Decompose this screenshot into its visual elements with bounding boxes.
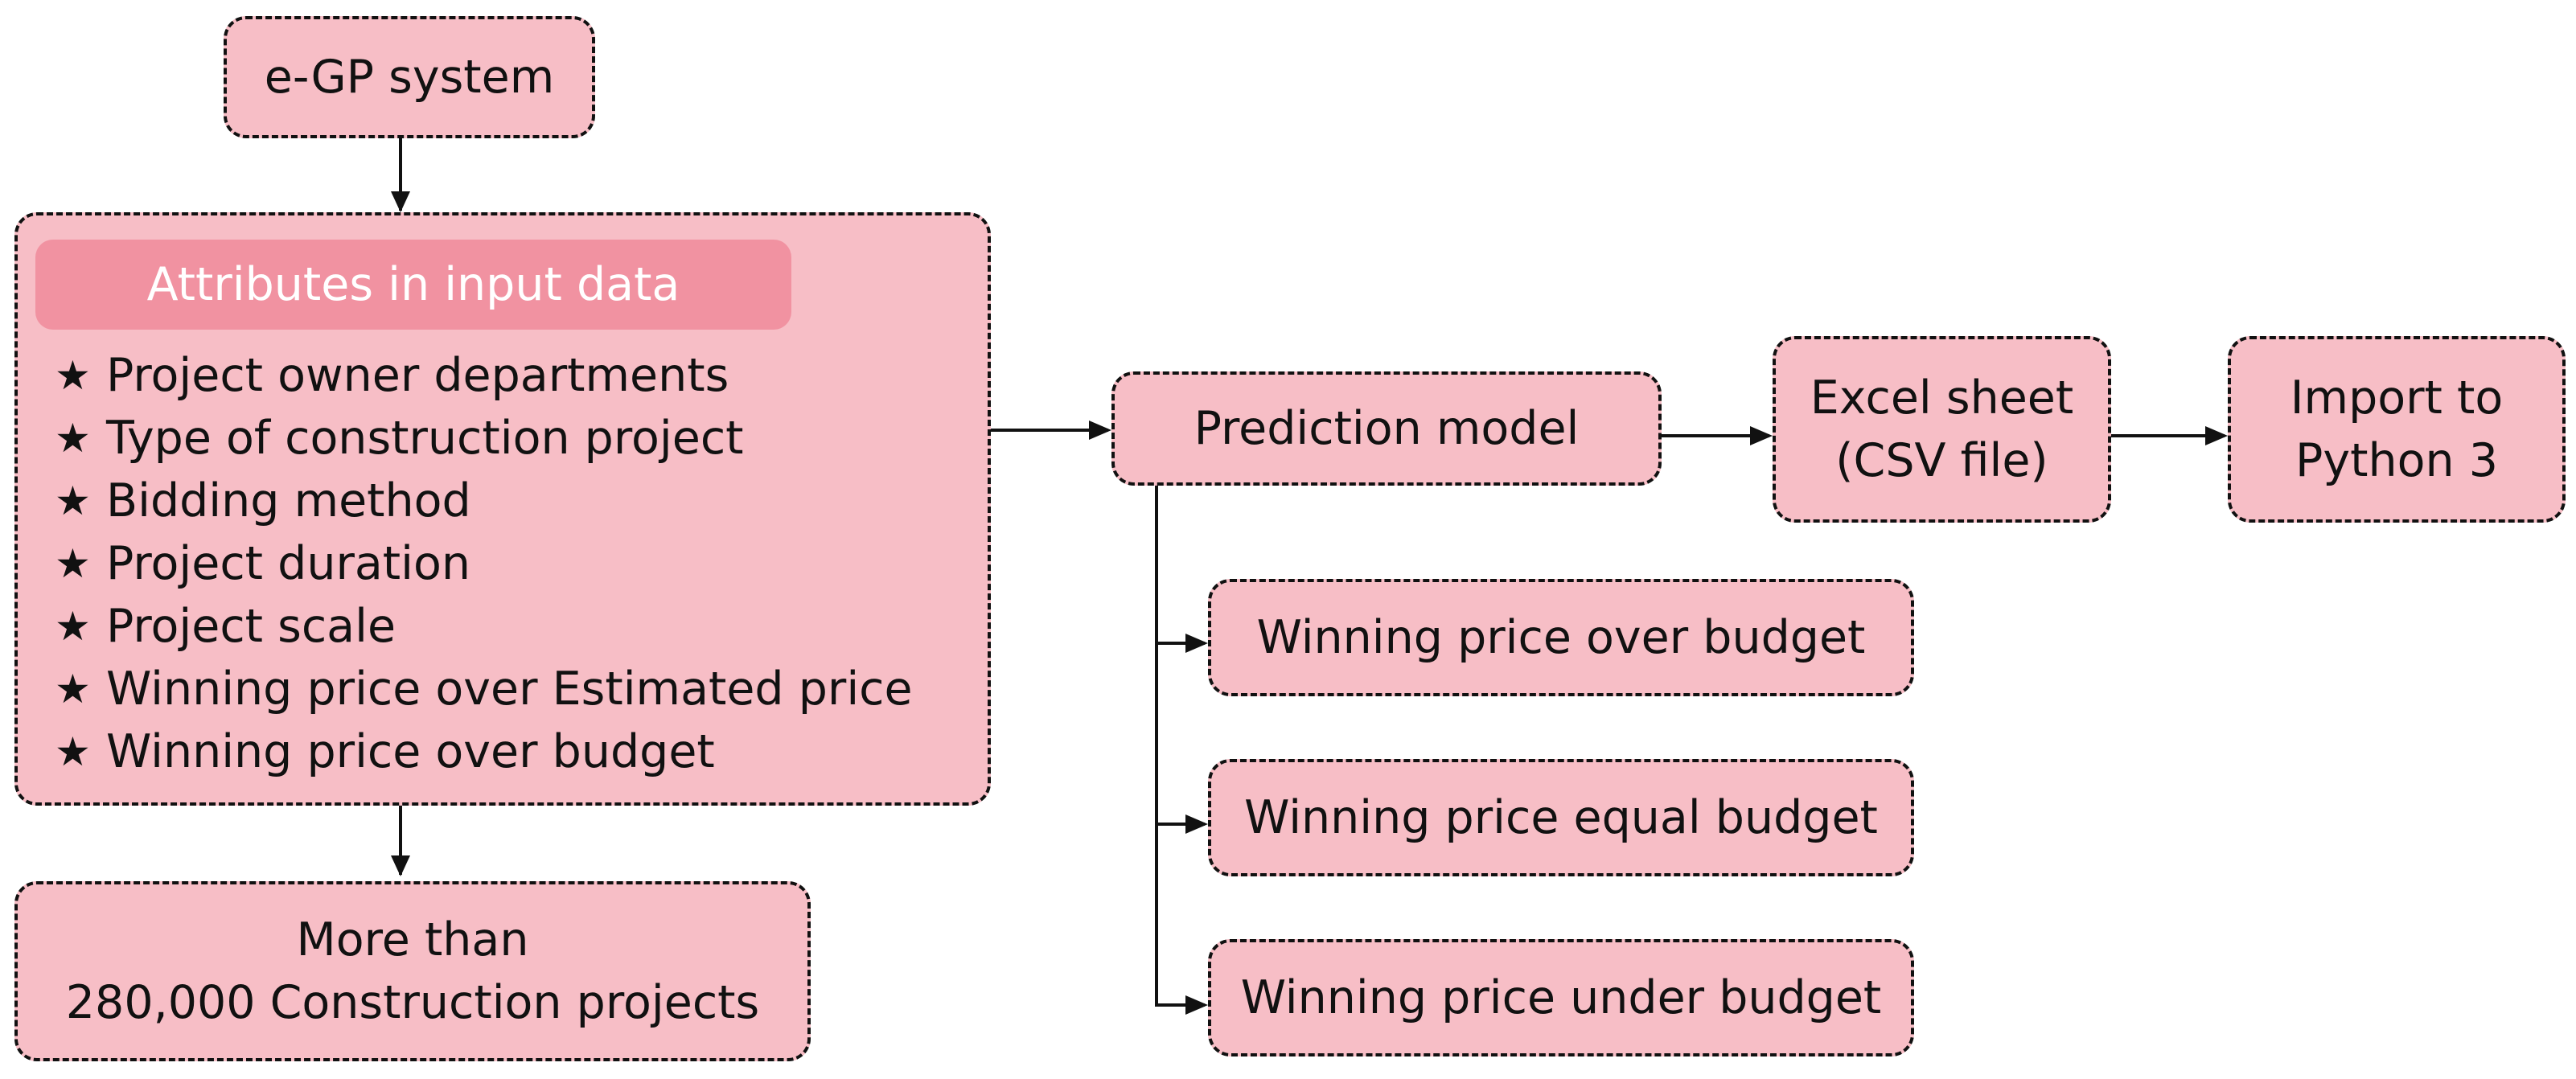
arrowhead-attributes-to-projects: [391, 855, 410, 876]
outcome-equal-budget-node: Winning price equal budget: [1208, 759, 1914, 876]
construction-projects-line-1: More than: [296, 913, 529, 966]
python-import-node: Import to Python 3: [2228, 336, 2566, 523]
prediction-model-node: Prediction model: [1111, 371, 1662, 486]
attributes-node: Attributes in input data ★ Project owner…: [14, 212, 991, 806]
attribute-item: ★ Winning price over budget: [55, 720, 913, 783]
construction-projects-node: More than 280,000 Construction projects: [14, 881, 811, 1061]
attribute-label: Project scale: [106, 600, 396, 653]
attribute-item: ★ Winning price over Estimated price: [55, 658, 913, 720]
attribute-item: ★ Project scale: [55, 595, 913, 658]
star-icon: ★: [55, 728, 91, 775]
python-import-line-2: Python 3: [2295, 434, 2498, 487]
egp-system-label: e-GP system: [264, 51, 555, 104]
star-icon: ★: [55, 352, 91, 399]
attributes-list: ★ Project owner departments ★ Type of co…: [55, 344, 913, 783]
arrowhead-egp-to-attributes: [391, 191, 410, 212]
outcome-under-budget-node: Winning price under budget: [1208, 939, 1914, 1056]
attribute-item: ★ Project owner departments: [55, 344, 913, 407]
attribute-label: Project duration: [106, 537, 470, 590]
attribute-item: ★ Bidding method: [55, 470, 913, 532]
attribute-label: Type of construction project: [106, 412, 744, 465]
construction-projects-line-2: 280,000 Construction projects: [65, 976, 760, 1029]
star-icon: ★: [55, 478, 91, 524]
outcome-over-budget-node: Winning price over budget: [1208, 579, 1914, 696]
attribute-item: ★ Type of construction project: [55, 407, 913, 470]
arrowhead-excel-to-python: [2205, 426, 2228, 445]
outcome-equal-budget-label: Winning price equal budget: [1244, 791, 1878, 844]
outcome-under-budget-label: Winning price under budget: [1240, 971, 1882, 1024]
attribute-label: Winning price over Estimated price: [106, 663, 913, 716]
excel-sheet-line-2: (CSV file): [1835, 434, 2048, 487]
excel-sheet-node: Excel sheet (CSV file): [1773, 336, 2111, 523]
star-icon: ★: [55, 666, 91, 712]
egp-system-node: e-GP system: [224, 16, 595, 138]
arrowhead-prediction-to-excel: [1750, 426, 1773, 445]
attributes-header: Attributes in input data: [35, 240, 791, 330]
excel-sheet-line-1: Excel sheet: [1810, 371, 2074, 425]
prediction-model-label: Prediction model: [1194, 402, 1580, 455]
arrowhead-attributes-to-prediction: [1089, 421, 1111, 440]
attribute-label: Bidding method: [106, 474, 471, 527]
attribute-label: Winning price over budget: [106, 725, 715, 778]
attribute-label: Project owner departments: [106, 349, 729, 402]
arrowhead-to-outcome-equal: [1185, 814, 1208, 834]
python-import-line-1: Import to: [2290, 371, 2504, 425]
arrowhead-to-outcome-under: [1185, 995, 1208, 1015]
star-icon: ★: [55, 415, 91, 462]
arrowhead-to-outcome-over: [1185, 634, 1208, 653]
outcome-over-budget-label: Winning price over budget: [1256, 611, 1866, 664]
attribute-item: ★ Project duration: [55, 532, 913, 595]
star-icon: ★: [55, 603, 91, 650]
star-icon: ★: [55, 540, 91, 587]
